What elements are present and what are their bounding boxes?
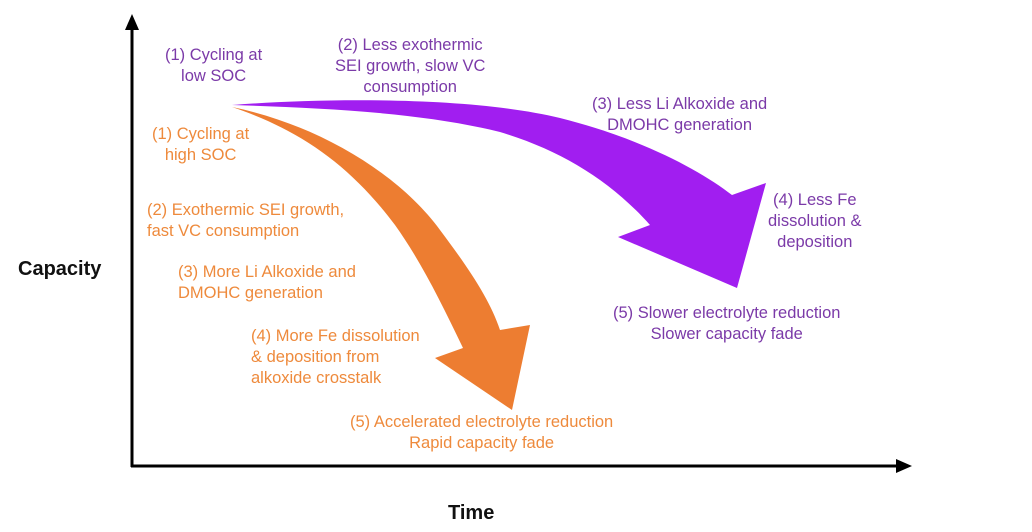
high-soc-arrow [232,107,530,410]
low-soc-step5: (5) Slower electrolyte reduction Slower … [613,303,840,345]
high-soc-step1: (1) Cycling at high SOC [152,124,249,166]
x-axis [131,459,912,473]
line: DMOHC generation [607,116,753,134]
high-soc-step2: (2) Exothermic SEI growth, fast VC consu… [147,200,344,242]
low-soc-step2: (2) Less exothermic SEI growth, slow VC … [335,35,485,98]
line: (3) Less Li Alkoxide and [592,95,768,113]
y-axis [125,14,139,467]
low-soc-step3: (3) Less Li Alkoxide and DMOHC generatio… [592,94,767,136]
line: (2) Exothermic SEI growth, [147,201,345,219]
high-soc-step4: (4) More Fe dissolution & deposition fro… [251,326,420,389]
high-soc-step3: (3) More Li Alkoxide and DMOHC generatio… [178,262,356,304]
line: alkoxide crosstalk [251,369,382,387]
line: consumption [363,78,457,96]
x-axis-label: Time [448,502,495,524]
y-axis-label: Capacity [18,258,102,280]
line: deposition [777,233,853,251]
line: dissolution & [768,212,862,230]
line: Rapid capacity fade [409,434,555,452]
low-soc-step4: (4) Less Fe dissolution & deposition [768,190,862,253]
line: (5) Accelerated electrolyte reduction [350,413,614,431]
line: (5) Slower electrolyte reduction [613,304,841,322]
line: low SOC [181,67,247,85]
line: Slower capacity fade [650,325,803,343]
line: (1) Cycling at [152,125,250,143]
line: (4) Less Fe [773,191,857,209]
line: DMOHC generation [178,284,323,302]
line: (4) More Fe dissolution [251,327,420,345]
line: (1) Cycling at [165,46,263,64]
line: (3) More Li Alkoxide and [178,263,356,281]
line: fast VC consumption [147,222,300,240]
line: high SOC [164,146,237,164]
line: SEI growth, slow VC [335,57,486,75]
low-soc-step1: (1) Cycling at low SOC [165,45,262,87]
line: (2) Less exothermic [337,36,483,54]
line: & deposition from [251,348,380,366]
low-soc-arrow [232,100,766,288]
high-soc-step5: (5) Accelerated electrolyte reduction Ra… [350,412,613,454]
